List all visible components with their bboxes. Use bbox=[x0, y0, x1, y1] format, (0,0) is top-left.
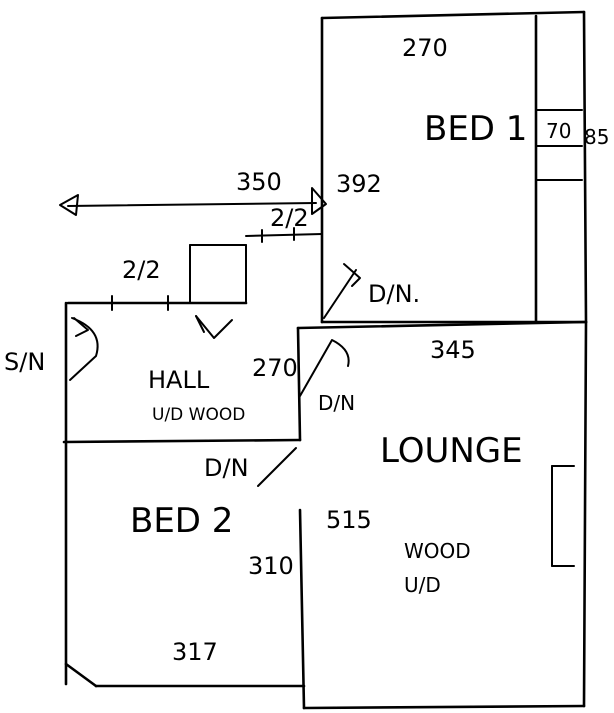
hall-walls bbox=[62, 227, 323, 686]
dimension-arrow bbox=[59, 187, 327, 216]
bed2-width: 317 bbox=[172, 638, 218, 666]
step-lower: 2/2 bbox=[122, 256, 161, 284]
bed1-label: BED 1 bbox=[424, 109, 527, 149]
lounge-width: 345 bbox=[430, 336, 476, 364]
bed1-wardrobe-outer: 85 bbox=[584, 125, 609, 149]
lounge-walls bbox=[296, 320, 588, 710]
lounge-floor-1: WOOD bbox=[404, 539, 471, 563]
hall-floor: U/D WOOD bbox=[152, 405, 245, 425]
lounge-door-label: D/N bbox=[318, 391, 355, 415]
door-swings bbox=[69, 263, 361, 487]
lounge-depth: 515 bbox=[326, 506, 372, 534]
hall-label: HALL bbox=[148, 366, 210, 394]
bed2-label: BED 2 bbox=[130, 501, 233, 541]
lounge-floor-2: U/D bbox=[404, 573, 441, 597]
bed2-walls bbox=[64, 662, 306, 688]
hall-width: 270 bbox=[252, 354, 298, 382]
bed2-door-label: D/N bbox=[204, 454, 249, 482]
hall-door-label: S/N bbox=[4, 348, 45, 376]
bed1-door-label: D/N. bbox=[368, 280, 420, 308]
step-upper: 2/2 bbox=[270, 204, 309, 232]
bed2-depth: 310 bbox=[248, 552, 294, 580]
dimension-350: 350 bbox=[236, 168, 282, 196]
bed1-wardrobe: 70 bbox=[546, 119, 571, 143]
bed1-width: 270 bbox=[402, 34, 448, 62]
bed1-walls bbox=[320, 10, 588, 324]
lounge-label: LOUNGE bbox=[380, 431, 523, 471]
bed1-depth: 392 bbox=[336, 170, 382, 198]
